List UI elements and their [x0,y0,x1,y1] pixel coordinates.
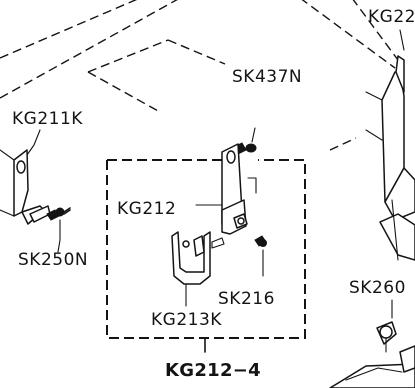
kg211k-bracket [0,129,51,225]
sk250n-screw [46,207,71,253]
assembly-frame [106,159,306,353]
label-kg213k: KG213K [151,310,222,330]
bottom-right-component [329,345,415,388]
kg212-bracket [195,143,257,235]
kg213k-bracket [171,231,225,307]
part-labels: KG22 SK437N KG211K KG212 SK250N SK216 SK… [12,7,415,381]
label-sk260-partial: SK260 [349,278,406,298]
sk216-screw [254,235,267,277]
label-kg212: KG212 [117,199,176,219]
guide-lines [0,0,399,151]
label-kg22-partial: KG22 [368,7,415,27]
label-sk437n: SK437N [232,67,302,87]
label-assembly-kg212-4: KG212−4 [165,360,261,381]
label-sk250n: SK250N [18,250,88,270]
sk260-screw [376,299,397,353]
label-kg211k: KG211K [12,109,83,129]
kg22-rail-part [365,29,415,261]
label-sk216: SK216 [218,289,275,309]
